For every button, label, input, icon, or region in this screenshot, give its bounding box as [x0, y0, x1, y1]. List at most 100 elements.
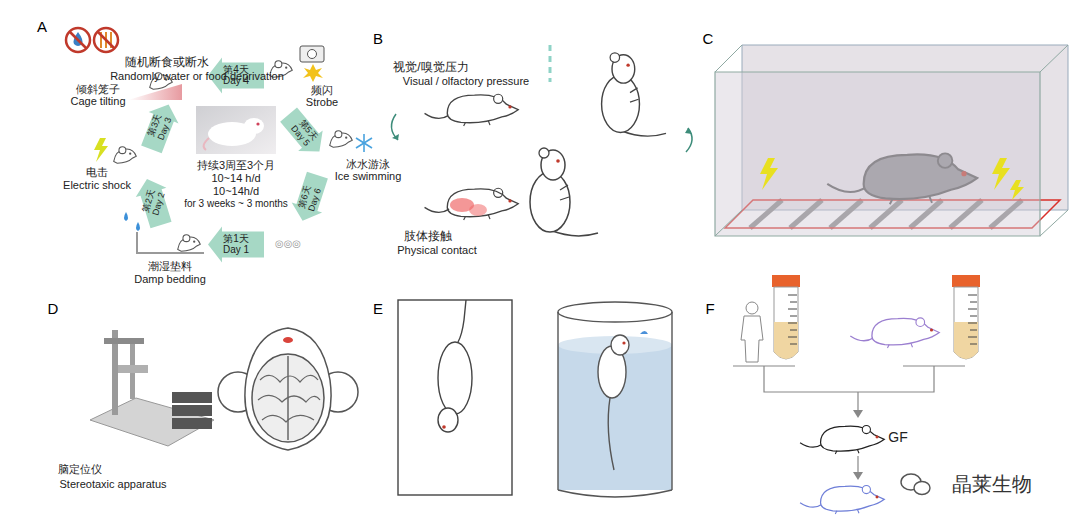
panel-b-rats: [685, 128, 692, 134]
stress-label: 潮湿垫料: [148, 261, 192, 272]
panel-b-rats: [686, 128, 692, 152]
stress-label: Visual / olfactory pressure: [403, 76, 529, 87]
water-drops: [136, 222, 140, 231]
stereotaxic-apparatus: [172, 405, 212, 416]
watermark-icon: [914, 482, 930, 495]
mouse-brain: [258, 375, 320, 422]
day-label: 第1天: [223, 234, 249, 244]
microbiota-transplant: [800, 425, 884, 454]
strobe-icon: [300, 46, 324, 62]
mouse-brain: [218, 328, 358, 450]
lightning-icon: [94, 138, 108, 162]
mouse-brain: [283, 337, 293, 343]
watermark-icon: [901, 474, 930, 495]
bedding-bracket: [137, 232, 204, 253]
microbiota-transplant: [790, 330, 797, 331]
stress-label: Cage tilting: [70, 96, 125, 107]
microbiota-transplant: [733, 275, 980, 514]
day-label: Day 1: [223, 245, 249, 255]
panel-b-rats: [549, 45, 552, 82]
microbiota-transplant: [788, 309, 797, 310]
panel-letter: E: [373, 301, 383, 316]
panel-b-rats: [391, 114, 398, 140]
shock-box: [715, 72, 1040, 236]
panel-b-rats: [602, 53, 666, 136]
forced-swim: [558, 336, 672, 354]
microbiota-transplant: [857, 392, 858, 412]
continuation-dots: ◎◎◎: [275, 239, 301, 249]
stress-label: Strobe: [306, 97, 338, 108]
microbiota-transplant: [954, 287, 978, 359]
stereotaxic-apparatus: [118, 365, 148, 373]
microbiota-transplant: [774, 287, 798, 359]
stress-label: Randomly water or food deprivation: [110, 71, 284, 82]
stress-label: 冰水游泳: [346, 159, 390, 170]
microbiota-transplant: [788, 337, 797, 338]
microbiota-transplant: [790, 316, 797, 317]
tail-suspension: [438, 408, 458, 432]
snowflake-icon: [356, 138, 372, 148]
rat-photo: [196, 106, 276, 154]
cycle-arrows: [136, 99, 183, 155]
panel-letter: C: [703, 31, 714, 46]
panel-b-rats: [392, 134, 399, 140]
microbiota-transplant: [733, 366, 965, 474]
microbiota-transplant: [954, 322, 978, 359]
forced-swim: [611, 335, 629, 355]
shock-box: [1010, 180, 1024, 200]
microbiota-transplant: [764, 366, 934, 392]
cycle-arrows: [276, 104, 331, 161]
cycle-arrows: [208, 227, 264, 263]
mouse-brain: [287, 356, 289, 440]
mouse-icons: [178, 235, 201, 251]
microbiota-transplant: [790, 344, 797, 345]
stereotaxic-apparatus: [172, 418, 212, 429]
stress-label: 电击: [86, 167, 108, 178]
microbiota-transplant: [772, 275, 800, 287]
water-drops: [124, 212, 140, 231]
forced-swim: [558, 345, 672, 490]
microbiota-transplant: [968, 309, 977, 310]
microbiota-transplant: [746, 302, 758, 314]
shock-box: [1040, 210, 1068, 236]
cycle-arrows: [287, 170, 332, 226]
tail-suspension: [398, 300, 512, 495]
water-drops: [124, 212, 128, 221]
stress-label: 倾斜笼子: [76, 84, 120, 95]
bedding-bracket: [137, 232, 204, 253]
forced-swim: [558, 302, 672, 322]
watermark: 晶莱生物: [952, 474, 1032, 494]
stereotaxic-apparatus: [90, 398, 214, 446]
day-label: 第4天: [223, 65, 249, 75]
mouse-icons: [114, 61, 353, 251]
microbiota-transplant: [788, 323, 797, 324]
deprivation-icons: [70, 32, 86, 48]
duration-note: for 3 weeks ~ 3 months: [184, 199, 288, 209]
stress-label: 随机断食或断水: [125, 56, 209, 68]
shock-box: [715, 45, 1068, 236]
stereotaxic-apparatus: [172, 392, 212, 403]
microbiota-transplant: [788, 295, 797, 296]
panel-b-rats: [469, 204, 487, 216]
forced-swim: [640, 331, 648, 334]
cycle-arrows: [132, 58, 333, 263]
lightning-icon: [94, 138, 108, 162]
stress-label: Electric shock: [63, 180, 131, 191]
strobe-icon: [300, 46, 324, 82]
panel-letter: A: [37, 19, 47, 34]
panel-letter: D: [48, 301, 59, 316]
group-label: GF: [888, 430, 907, 444]
deprivation-icons: [66, 28, 90, 52]
panel-b-rats: [391, 45, 692, 236]
shock-box: [1040, 45, 1068, 72]
stress-label: Ice swimming: [335, 171, 402, 182]
microbiota-transplant: [788, 295, 797, 344]
microbiota-transplant: [970, 330, 977, 331]
forced-swim: [558, 490, 672, 497]
panel-b-rats: [530, 148, 598, 236]
microbiota-transplant: [800, 485, 884, 514]
forced-swim: [557, 312, 558, 490]
snowflake-icon: [356, 138, 372, 148]
microbiota-transplant: [968, 337, 977, 338]
